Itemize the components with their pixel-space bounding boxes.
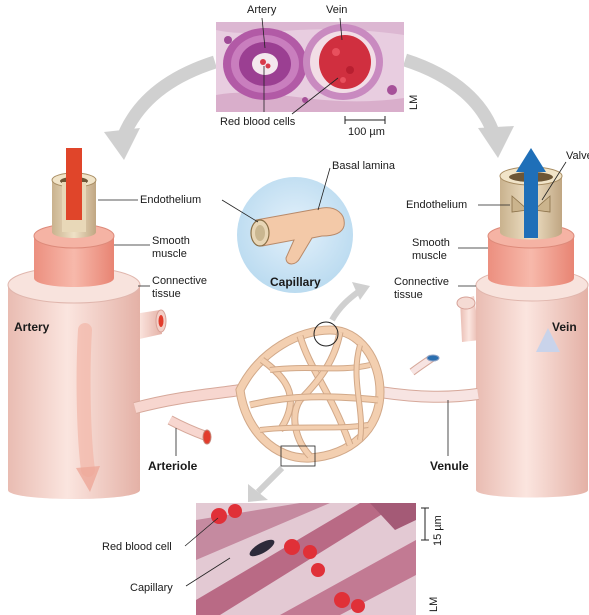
capillary-network (135, 330, 478, 458)
vein-connective-line2: tissue (394, 289, 423, 301)
scale-bar-15 (421, 508, 429, 540)
vein-flow-arrow (524, 170, 538, 238)
vein-smooth-muscle-line1: Smooth (412, 237, 450, 249)
valve-label: Valve (566, 150, 589, 162)
top-vein-label: Vein (326, 4, 347, 16)
artery-endothelium-label: Endothelium (140, 194, 201, 206)
scale-bar-100 (345, 116, 385, 124)
top-artery-label: Artery (247, 4, 276, 16)
venule-label: Venule (430, 460, 469, 472)
capillary-title: Capillary (270, 276, 321, 288)
vein-smooth-muscle-line2: muscle (412, 250, 447, 262)
bottom-scale-label: 15 µm (432, 515, 444, 546)
bottom-rbc-label: Red blood cell (102, 541, 172, 553)
vein-flow-arrowhead (516, 148, 546, 172)
gray-arrow-left (122, 62, 215, 140)
top-rbc-label: Red blood cells (220, 116, 295, 128)
vein-title: Vein (552, 321, 577, 333)
top-micrograph (216, 22, 404, 112)
gray-arrow-inset (332, 292, 358, 320)
vein-connective-line1: Connective (394, 276, 449, 288)
vein-endothelium-label: Endothelium (406, 199, 467, 211)
bottom-capillary-label: Capillary (130, 582, 173, 594)
gray-arrow-down (258, 468, 282, 492)
gray-arrowhead-left (104, 128, 140, 160)
top-method-label: LM (408, 95, 420, 110)
basal-lamina-label: Basal lamina (332, 160, 395, 172)
arteriole-label: Arteriole (148, 460, 197, 472)
top-scale-label: 100 µm (348, 126, 385, 138)
artery-smooth-muscle-line2: muscle (152, 248, 187, 260)
artery-flow-arrow (66, 148, 82, 220)
gray-arrowhead-right (478, 126, 514, 158)
artery-connective-line1: Connective (152, 275, 207, 287)
artery-connective-line2: tissue (152, 288, 181, 300)
bottom-method-label: LM (428, 597, 440, 612)
artery-title: Artery (14, 321, 49, 333)
artery-smooth-muscle-line1: Smooth (152, 235, 190, 247)
